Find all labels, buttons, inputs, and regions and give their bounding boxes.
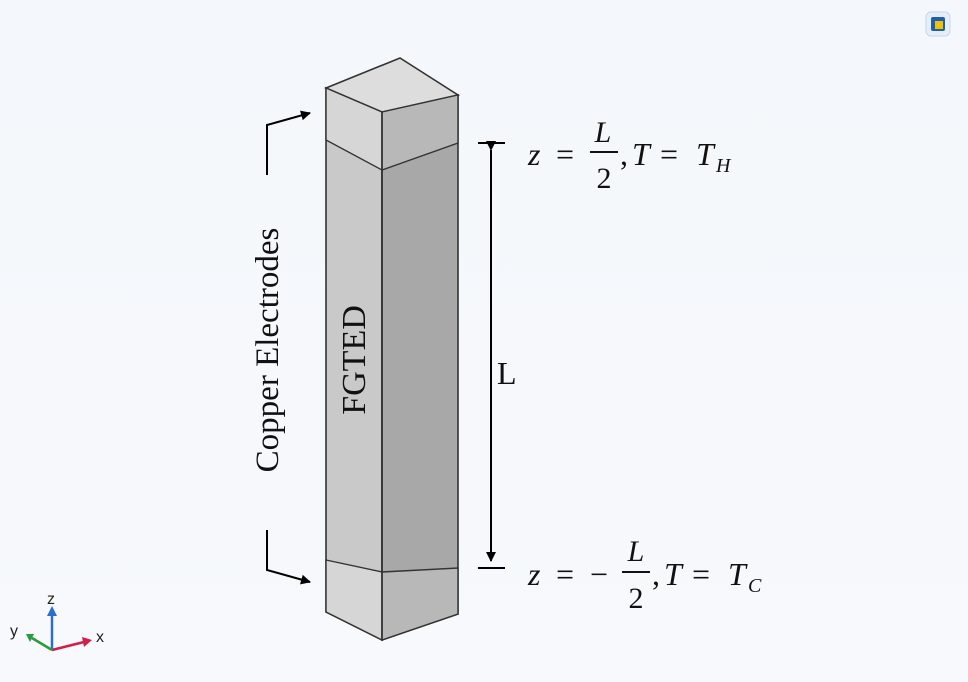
axis-y-label: y [10, 623, 18, 640]
eq-top-equals: = [556, 136, 574, 172]
eq-top-equals2: = [660, 136, 678, 172]
electrode-bracket [266, 110, 311, 585]
eq-top-comma: , [620, 136, 628, 172]
y-axis-line [31, 636, 53, 652]
eq-bot-Tsym: T [728, 556, 748, 592]
bottom-boundary-equation: z = − L 2 , T = T C [527, 535, 762, 615]
fgted-bar [323, 57, 461, 642]
eq-bot-comma: , [652, 556, 660, 592]
eq-bot-sub: C [748, 575, 762, 597]
eq-top-T: T [632, 136, 652, 172]
copper-electrodes-label: Copper Electrodes [250, 228, 286, 473]
eq-top-num: L [594, 116, 612, 149]
eq-bot-num: L [627, 535, 645, 568]
fgted-label: FGTED [336, 305, 373, 415]
eq-bot-z: z [527, 556, 541, 592]
length-dimension [478, 141, 505, 569]
axis-x-label: x [96, 629, 104, 646]
bottom-electrode-side [381, 567, 459, 641]
view-cube-icon[interactable] [925, 11, 951, 37]
bar-side-face [381, 94, 459, 642]
eq-bot-equals2: = [692, 556, 710, 592]
eq-top-sub: H [715, 155, 732, 177]
eq-bot-T: T [664, 556, 684, 592]
axis-z-label: z [47, 591, 55, 608]
bottom-electrode-front [325, 559, 383, 642]
x-axis-line [51, 640, 85, 652]
eq-bot-den: 2 [629, 582, 644, 615]
eq-top-z: z [527, 136, 541, 172]
eq-top-den: 2 [597, 162, 612, 195]
eq-bot-sign: − [590, 556, 608, 592]
axis-triad [26, 606, 92, 652]
eq-top-Tsym: T [696, 136, 716, 172]
eq-bot-equals: = [556, 556, 574, 592]
length-label: L [497, 355, 517, 391]
top-boundary-equation: z = L 2 , T = T H [527, 116, 732, 195]
